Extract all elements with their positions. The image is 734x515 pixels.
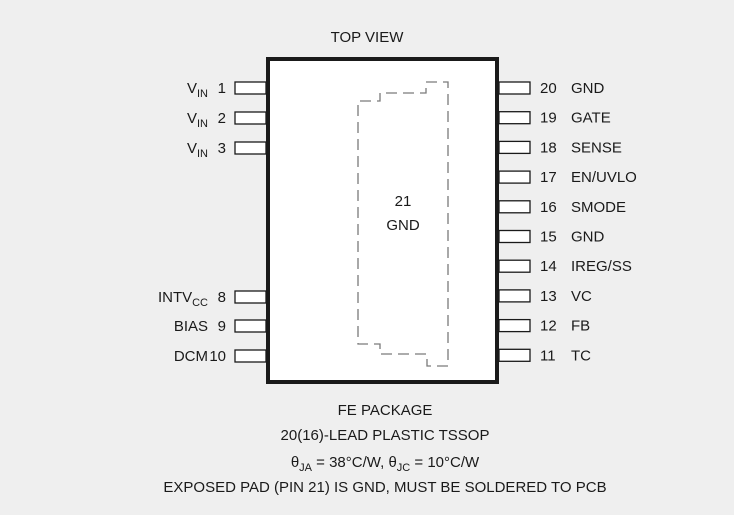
pin-label-12: FB bbox=[571, 318, 590, 335]
pin-label-main: V bbox=[187, 140, 197, 157]
pin-label-3: VIN bbox=[187, 140, 208, 160]
pin-lead-2 bbox=[234, 111, 267, 125]
package-description: 20(16)-LEAD PLASTIC TSSOP bbox=[281, 427, 490, 444]
pin-lead-19 bbox=[498, 111, 531, 125]
pin-label-19: GATE bbox=[571, 110, 611, 127]
pin-label-14: IREG/SS bbox=[571, 258, 632, 275]
pin-lead-17 bbox=[498, 170, 531, 184]
pin-label-9: BIAS bbox=[174, 318, 208, 335]
pin-lead-1 bbox=[234, 81, 267, 95]
pin-label-main: V bbox=[187, 110, 197, 127]
exposed-pad-number: 21 bbox=[395, 193, 412, 210]
pin-number-1: 1 bbox=[218, 80, 226, 97]
pin-label-main: BIAS bbox=[174, 318, 208, 335]
pin-number-2: 2 bbox=[218, 110, 226, 127]
pin-number-12: 12 bbox=[540, 318, 557, 335]
pin-number-17: 17 bbox=[540, 169, 557, 186]
pin-label-main: V bbox=[187, 80, 197, 97]
exposed-pad-label: GND bbox=[386, 217, 420, 234]
top-view-title: TOP VIEW bbox=[331, 29, 405, 46]
pin-label-18: SENSE bbox=[571, 139, 622, 156]
pin-label-10: DCM bbox=[174, 348, 208, 365]
pin-lead-16 bbox=[498, 200, 531, 214]
pin-label-main: DCM bbox=[174, 348, 208, 365]
pin-number-3: 3 bbox=[218, 140, 226, 157]
theta-jc-subscript: JC bbox=[397, 462, 411, 474]
pin-label-8: INTVCC bbox=[158, 289, 208, 309]
pin-number-16: 16 bbox=[540, 199, 557, 216]
pin-lead-15 bbox=[498, 229, 531, 244]
pin-lead-8 bbox=[234, 290, 267, 304]
theta-ja-symbol: θ bbox=[291, 454, 299, 471]
pin-label-subscript: CC bbox=[192, 297, 208, 309]
pin-number-13: 13 bbox=[540, 288, 557, 305]
pin-lead-11 bbox=[498, 348, 531, 362]
pin-lead-12 bbox=[498, 318, 531, 333]
pin-label-main: INTV bbox=[158, 289, 192, 306]
exposed-pad-note: EXPOSED PAD (PIN 21) IS GND, MUST BE SOL… bbox=[163, 479, 606, 496]
pin-lead-13 bbox=[498, 289, 531, 303]
pin-label-11: TC bbox=[571, 347, 591, 364]
pin-lead-9 bbox=[234, 319, 267, 333]
pin-label-2: VIN bbox=[187, 110, 208, 130]
pin-lead-14 bbox=[498, 259, 531, 273]
pin-label-20: GND bbox=[571, 80, 605, 97]
pin-number-20: 20 bbox=[540, 80, 557, 97]
pin-number-15: 15 bbox=[540, 229, 557, 246]
pin-lead-3 bbox=[234, 141, 267, 155]
pin-number-11: 11 bbox=[540, 347, 556, 364]
pin-label-17: EN/UVLO bbox=[571, 169, 637, 186]
pin-label-subscript: IN bbox=[197, 88, 208, 100]
ic-package-body bbox=[266, 57, 499, 384]
pin-number-8: 8 bbox=[218, 289, 226, 306]
theta-jc-symbol: θ bbox=[388, 454, 396, 471]
pin-number-19: 19 bbox=[540, 110, 557, 127]
pin-number-10: 10 bbox=[209, 348, 226, 365]
theta-ja-subscript: JA bbox=[299, 462, 313, 474]
pin-lead-18 bbox=[498, 140, 531, 155]
theta-ja-value: = 38°C/W, bbox=[312, 454, 388, 471]
package-name: FE PACKAGE bbox=[338, 402, 433, 419]
pin-number-14: 14 bbox=[540, 258, 557, 275]
pin-label-15: GND bbox=[571, 229, 605, 246]
pin-number-9: 9 bbox=[218, 318, 226, 335]
pin-label-1: VIN bbox=[187, 80, 208, 100]
pin-lead-10 bbox=[234, 349, 267, 363]
pin-label-16: SMODE bbox=[571, 199, 626, 216]
pin-label-13: VC bbox=[571, 288, 592, 305]
exposed-pad-outline bbox=[357, 81, 449, 367]
thermal-resistance: θJA = 38°C/W, θJC = 10°C/W bbox=[291, 454, 480, 474]
pin-number-18: 18 bbox=[540, 139, 557, 156]
pin-label-subscript: IN bbox=[197, 148, 208, 160]
pin-lead-20 bbox=[498, 81, 531, 95]
theta-jc-value: = 10°C/W bbox=[410, 454, 480, 471]
pin-label-subscript: IN bbox=[197, 118, 208, 130]
